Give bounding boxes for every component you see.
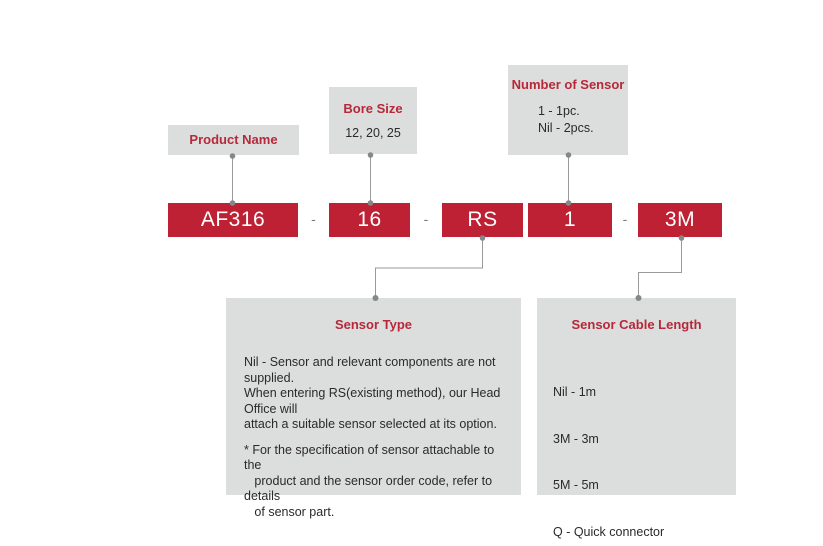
code-segment-cable-length: 3M [638,203,722,237]
code-segment-number-of-sensor: 1 [528,203,612,237]
code-separator: - [622,211,628,227]
sensor-cable-length-options: Nil - 1m 3M - 3m 5M - 5m Q - Quick conne… [553,354,726,546]
bore-size-values: 12, 20, 25 [345,126,401,140]
cable-length-option: Nil - 1m [553,385,597,399]
sensor-type-note: * For the specification of sensor attach… [244,442,495,519]
sensor-cable-length-title: Sensor Cable Length [571,317,702,332]
number-of-sensor-option: Nil - 2pcs. [538,120,594,135]
number-of-sensor-option: 1 - 1pc. [538,104,580,118]
code-segment-product-name: AF316 [168,203,298,237]
code-separator: - [311,211,316,227]
number-of-sensor-label-box: Number of Sensor 1 - 1pc. Nil - 2pcs. [508,65,628,155]
sensor-type-panel: Sensor Type Nil - Sensor and relevant co… [226,298,521,519]
sensor-type-description: Nil - Sensor and relevant components are… [244,355,501,431]
cable-length-option: Q - Quick connector [553,524,665,539]
code-separator: - [423,211,429,227]
product-name-title: Product Name [189,132,278,147]
code-segment-sensor-type: RS [442,203,523,237]
sensor-type-title: Sensor Type [334,317,413,332]
number-of-sensor-options: 1 - 1pc. Nil - 2pcs. [508,103,628,136]
product-name-label-box: Product Name [168,125,299,155]
cable-length-option: 5M - 5m [553,478,599,492]
code-segment-bore-size: 16 [329,203,410,237]
cable-length-option: 3M - 3m [553,431,599,446]
number-of-sensor-title: Number of Sensor [511,77,625,92]
bore-size-label-box: Bore Size 12, 20, 25 [329,87,417,154]
sensor-cable-length-panel: Sensor Cable Length Nil - 1m 3M - 3m 5M … [537,298,736,539]
bore-size-title: Bore Size [343,101,403,116]
